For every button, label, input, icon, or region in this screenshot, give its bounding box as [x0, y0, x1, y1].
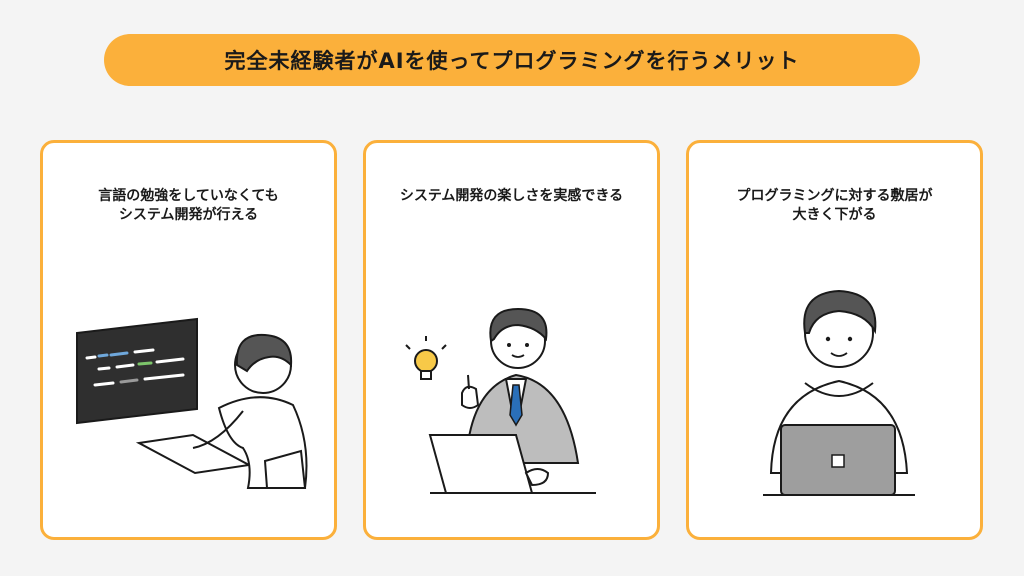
businessman-idea-icon	[405, 307, 596, 494]
card-caption-line1: 言語の勉強をしていなくても	[98, 188, 279, 204]
card-caption-line1: システム開発の楽しさを実感できる	[399, 188, 624, 204]
page-title: 完全未経験者がAIを使ってプログラミングを行うメリット	[224, 49, 800, 73]
benefit-card-3: プログラミングに対する敷居が 大きく下がる	[686, 140, 983, 540]
card-caption: システム開発の楽しさを実感できる	[366, 187, 657, 206]
person-laptop-icon	[763, 289, 915, 496]
card-caption-line2: 大きく下がる	[792, 207, 877, 223]
card-caption-line2: システム開発が行える	[118, 207, 259, 223]
benefit-card-2: システム開発の楽しさを実感できる	[363, 140, 660, 540]
card-caption-line1: プログラミングに対する敷居が	[736, 188, 933, 204]
card-caption: 言語の勉強をしていなくても システム開発が行える	[43, 187, 334, 225]
person-coding-icon	[76, 317, 308, 489]
page-title-banner: 完全未経験者がAIを使ってプログラミングを行うメリット	[104, 34, 920, 86]
benefit-card-1: 言語の勉強をしていなくても システム開発が行える	[40, 140, 337, 540]
lightbulb-icon	[405, 336, 447, 380]
card-caption: プログラミングに対する敷居が 大きく下がる	[689, 187, 980, 225]
